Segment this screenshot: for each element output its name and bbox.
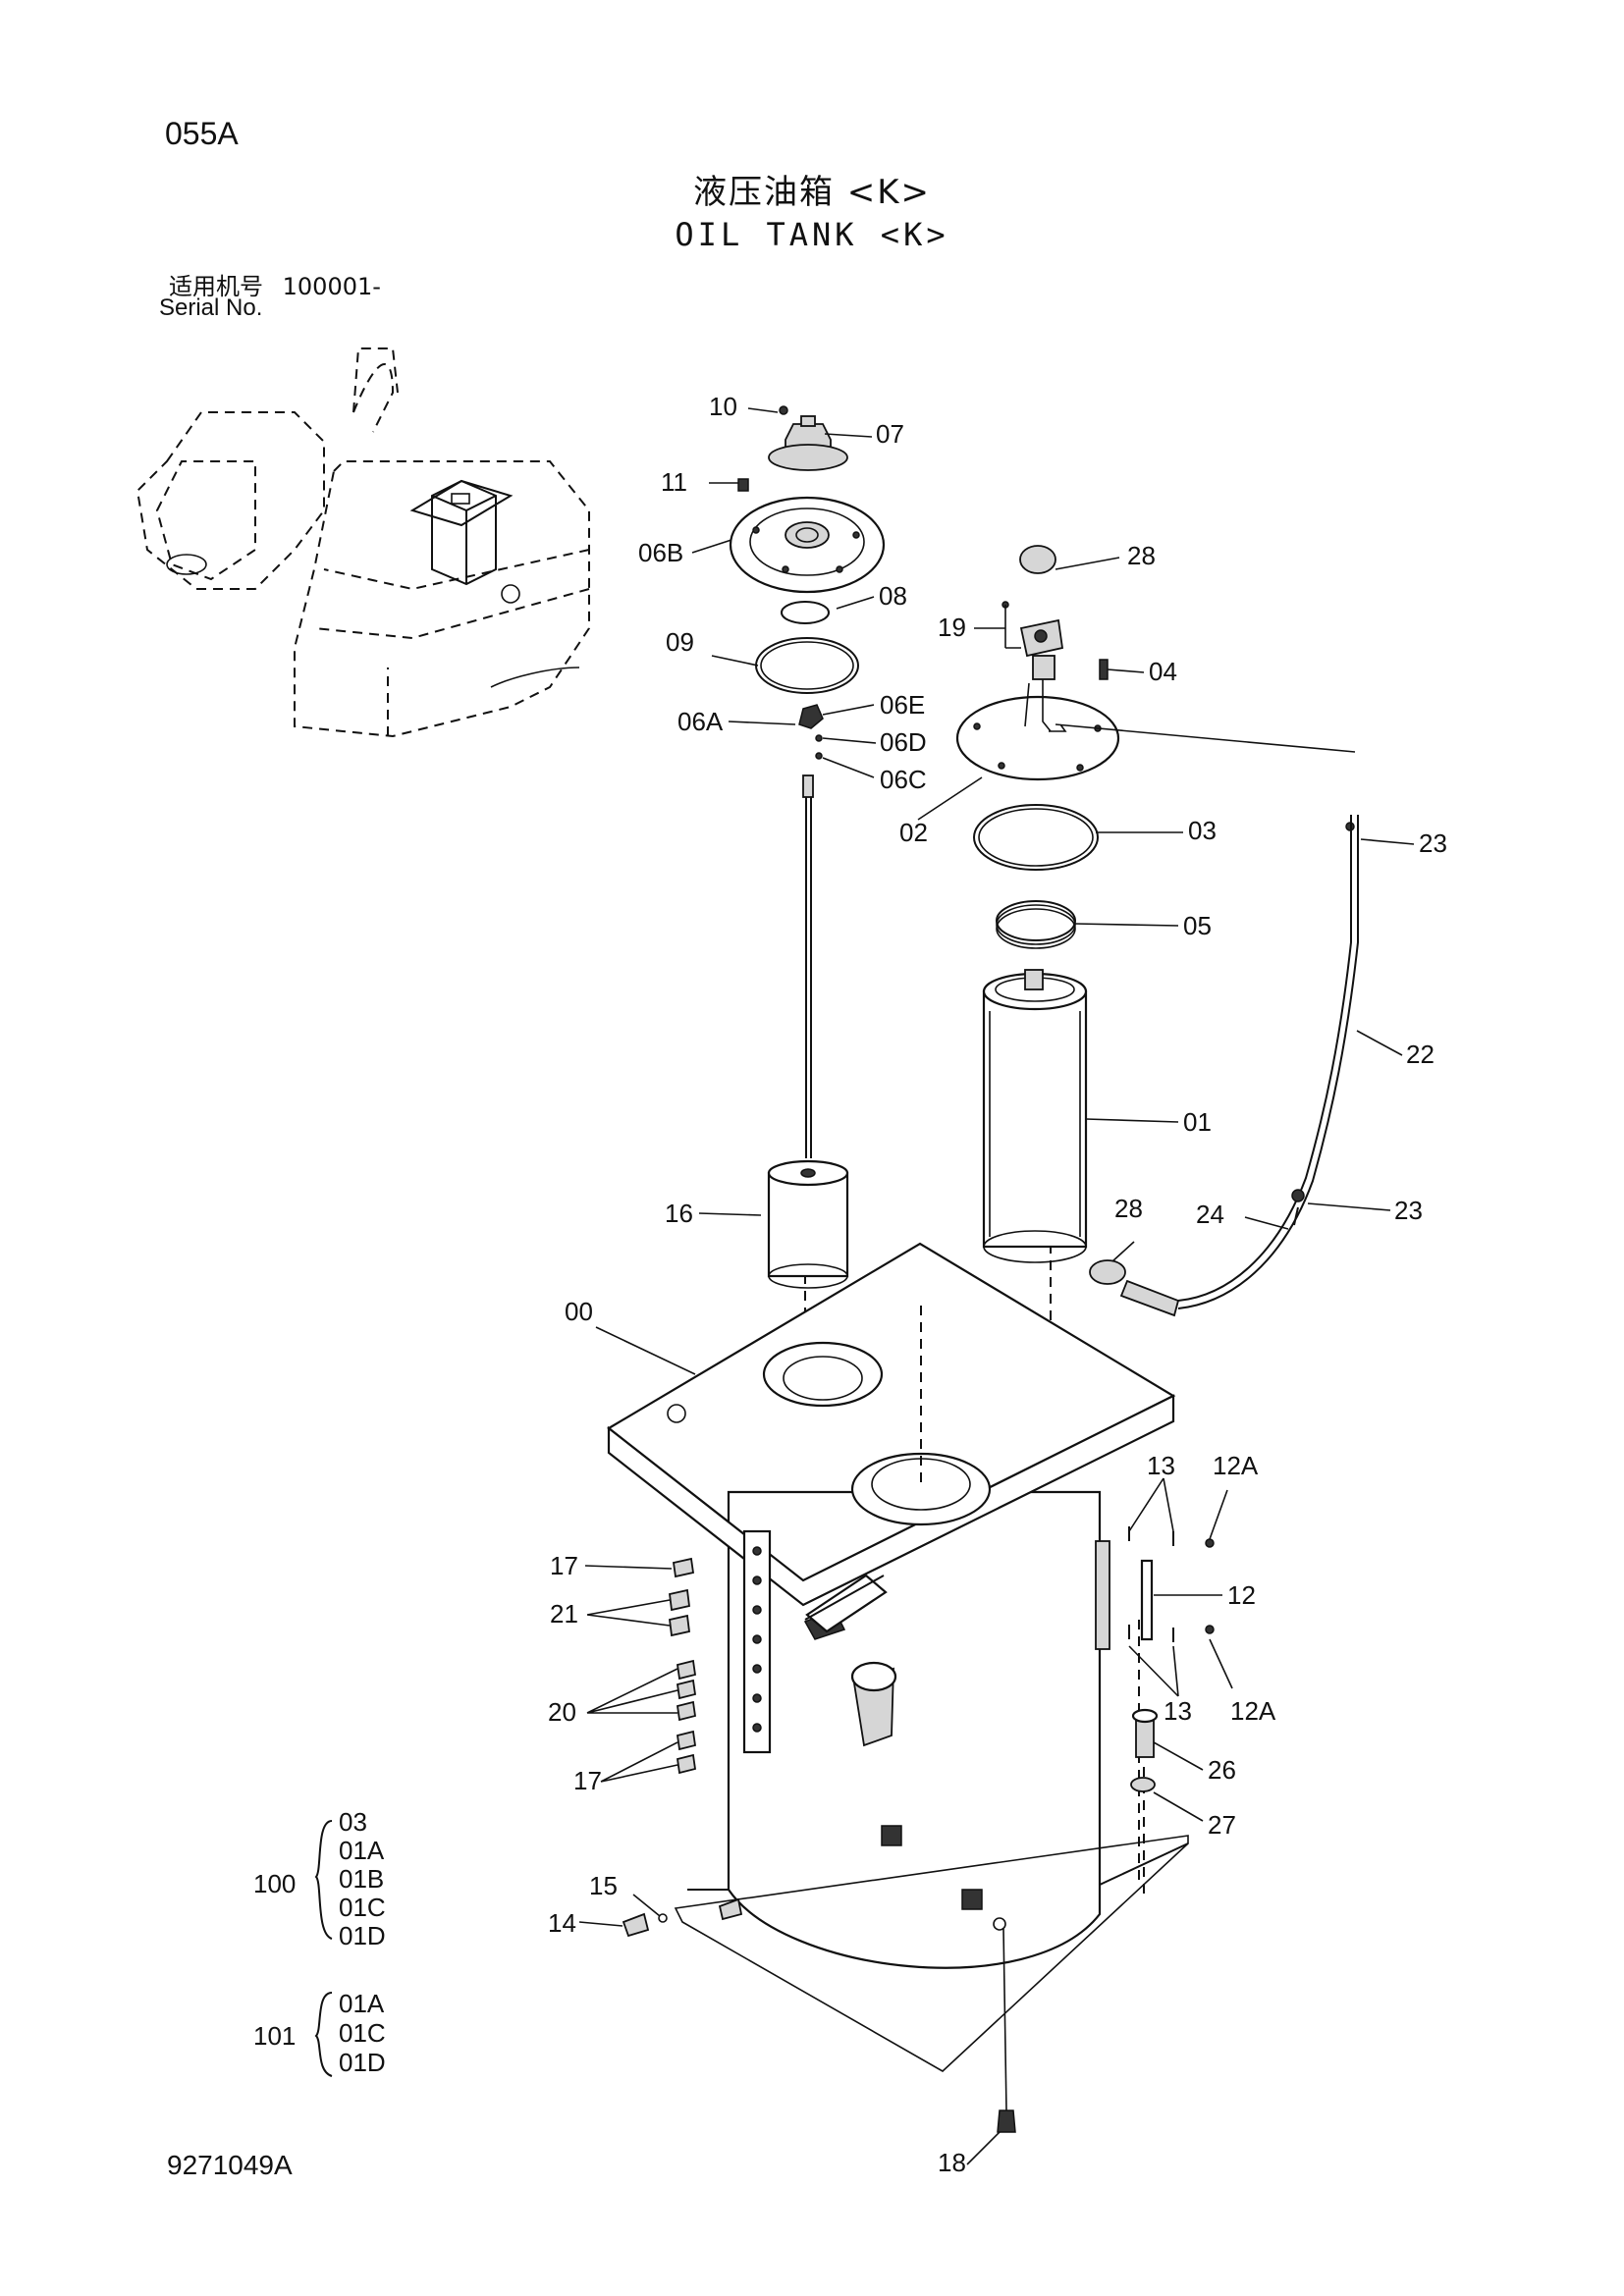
level-gauge-assembly xyxy=(767,704,849,1289)
kit-101-number: 101 xyxy=(253,2021,296,2051)
callout-15: 15 xyxy=(589,1871,618,1900)
callout-17-bottom: 17 xyxy=(573,1766,602,1795)
excavator-overview-illustration xyxy=(135,347,590,738)
callout-10: 10 xyxy=(709,392,737,421)
callout-26: 26 xyxy=(1208,1755,1236,1785)
callout-18: 18 xyxy=(938,2148,966,2177)
kit-100-part-1: 03 xyxy=(339,1807,367,1837)
kit-100-part-3: 01B xyxy=(339,1864,384,1894)
tank-top-cover xyxy=(729,496,886,594)
callout-05: 05 xyxy=(1183,911,1212,940)
side-fittings xyxy=(622,1557,697,1938)
callout-06e: 06E xyxy=(880,690,925,720)
callout-09: 09 xyxy=(666,627,694,657)
callout-24: 24 xyxy=(1196,1200,1224,1229)
serial-label-cn-text: 适用机号 xyxy=(169,273,263,300)
callout-12a-bottom: 12A xyxy=(1230,1696,1276,1726)
title-chinese: 液压油箱 <K> xyxy=(692,173,932,212)
callout-23-top: 23 xyxy=(1419,828,1447,858)
title-english: OIL TANK <K> xyxy=(675,216,949,253)
breather-assembly xyxy=(737,405,848,492)
kit-101-part-2: 01C xyxy=(339,2018,386,2048)
callout-21: 21 xyxy=(550,1599,578,1629)
callout-17-top: 17 xyxy=(550,1551,578,1580)
gaskets-03-05 xyxy=(973,804,1099,949)
filter-cover-assembly xyxy=(955,545,1120,781)
kit-100-part-2: 01A xyxy=(339,1836,385,1865)
callout-14: 14 xyxy=(548,1908,576,1938)
kit-101: 101 01A 01C 01D xyxy=(253,1989,386,2077)
callout-11: 11 xyxy=(661,467,687,497)
document-code: 9271049A xyxy=(167,2150,293,2180)
serial-label-english: Serial No. xyxy=(159,294,263,321)
kit-100-part-4: 01C xyxy=(339,1893,386,1922)
callout-04: 04 xyxy=(1149,657,1177,686)
callout-02: 02 xyxy=(899,818,928,847)
leader-lines xyxy=(578,407,1415,2165)
callout-06b: 06B xyxy=(638,538,683,567)
kit-100-number: 100 xyxy=(253,1869,296,1898)
callout-07: 07 xyxy=(876,419,904,449)
serial-number: 100001- xyxy=(282,273,381,300)
callout-06c: 06C xyxy=(880,765,927,794)
callout-28-top: 28 xyxy=(1127,541,1156,570)
callout-03: 03 xyxy=(1188,816,1217,845)
kit-100: 100 03 01A 01B 01C 01D xyxy=(253,1807,386,1950)
oil-tank-body xyxy=(607,1242,1189,2133)
kit-101-part-3: 01D xyxy=(339,2048,386,2077)
callout-13-bottom: 13 xyxy=(1164,1696,1192,1726)
callout-16: 16 xyxy=(665,1199,693,1228)
callout-12a-top: 12A xyxy=(1213,1451,1259,1480)
callout-13-top: 13 xyxy=(1147,1451,1175,1480)
callout-20: 20 xyxy=(548,1697,576,1727)
callout-23-bottom: 23 xyxy=(1394,1196,1423,1225)
callout-00: 00 xyxy=(565,1297,593,1326)
callout-labels: 10 07 11 06B 08 09 06E 06A 06D 06C 28 19… xyxy=(548,392,1447,2177)
callout-08: 08 xyxy=(879,581,907,611)
kit-100-part-5: 01D xyxy=(339,1921,386,1950)
drain-hose xyxy=(1089,815,1359,1317)
callout-12: 12 xyxy=(1227,1580,1256,1610)
callout-06a: 06A xyxy=(677,707,724,736)
filter-element xyxy=(982,969,1088,1263)
callout-01: 01 xyxy=(1183,1107,1212,1137)
page-code: 055A xyxy=(165,116,239,151)
callout-28-bottom: 28 xyxy=(1114,1194,1143,1223)
callout-06d: 06D xyxy=(880,727,927,757)
bracket-and-bolts xyxy=(1128,1526,1215,1792)
callout-19: 19 xyxy=(938,613,966,642)
serial-label-chinese: 适用机号 100001- xyxy=(169,267,381,301)
callout-22: 22 xyxy=(1406,1040,1435,1069)
callout-27: 27 xyxy=(1208,1810,1236,1840)
kit-101-part-1: 01A xyxy=(339,1989,385,2018)
o-rings-08-09 xyxy=(755,601,859,694)
